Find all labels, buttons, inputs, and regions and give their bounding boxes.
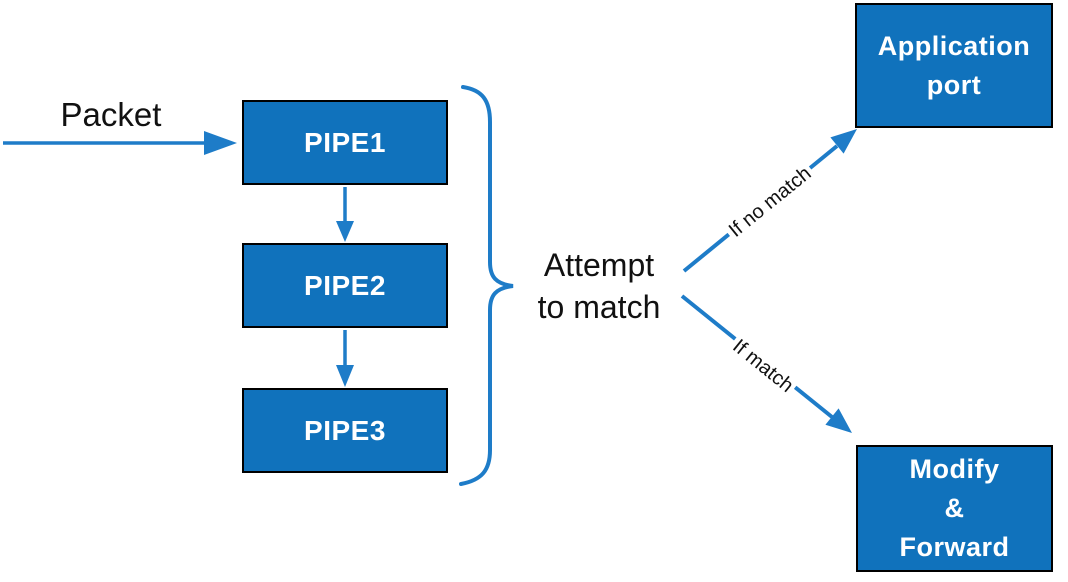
- packet-arrow: [3, 131, 237, 155]
- modify-forward-label: Modify & Forward: [899, 454, 1010, 562]
- attempt-to-match-label: Attempt to match: [537, 247, 661, 325]
- pipe1-box: PIPE1: [242, 100, 448, 185]
- pipe1-to-pipe2-arrow: [336, 187, 354, 242]
- group-brace: [459, 85, 514, 486]
- modify-forward-box: Modify & Forward: [856, 445, 1053, 572]
- pipe1-label: PIPE1: [304, 126, 386, 158]
- packet-label: Packet: [60, 96, 162, 133]
- pipe2-label: PIPE2: [304, 269, 386, 301]
- application-port-label: Application port: [877, 30, 1031, 100]
- pipe3-label: PIPE3: [304, 414, 386, 446]
- pipe3-box: PIPE3: [242, 388, 448, 473]
- application-port-box: Application port: [855, 3, 1053, 128]
- pipe2-to-pipe3-arrow: [336, 330, 354, 387]
- pipe2-box: PIPE2: [242, 243, 448, 328]
